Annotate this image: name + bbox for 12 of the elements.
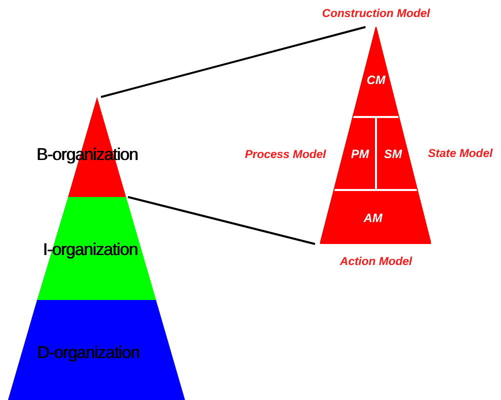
layer-label: D-organization — [36, 343, 140, 363]
connector-line — [128, 196, 316, 245]
segment-label: CM — [366, 73, 386, 87]
model-label: Action Model — [340, 256, 412, 268]
segment-label: SM — [384, 147, 402, 161]
connector-line — [100, 26, 366, 98]
segment-label: AM — [364, 211, 382, 225]
pyramid-layer — [8, 300, 185, 400]
model-label: Process Model — [244, 149, 326, 161]
segment-label: PM — [351, 147, 369, 161]
model-label: Construction Model — [322, 8, 430, 20]
model-label: State Model — [428, 148, 493, 160]
